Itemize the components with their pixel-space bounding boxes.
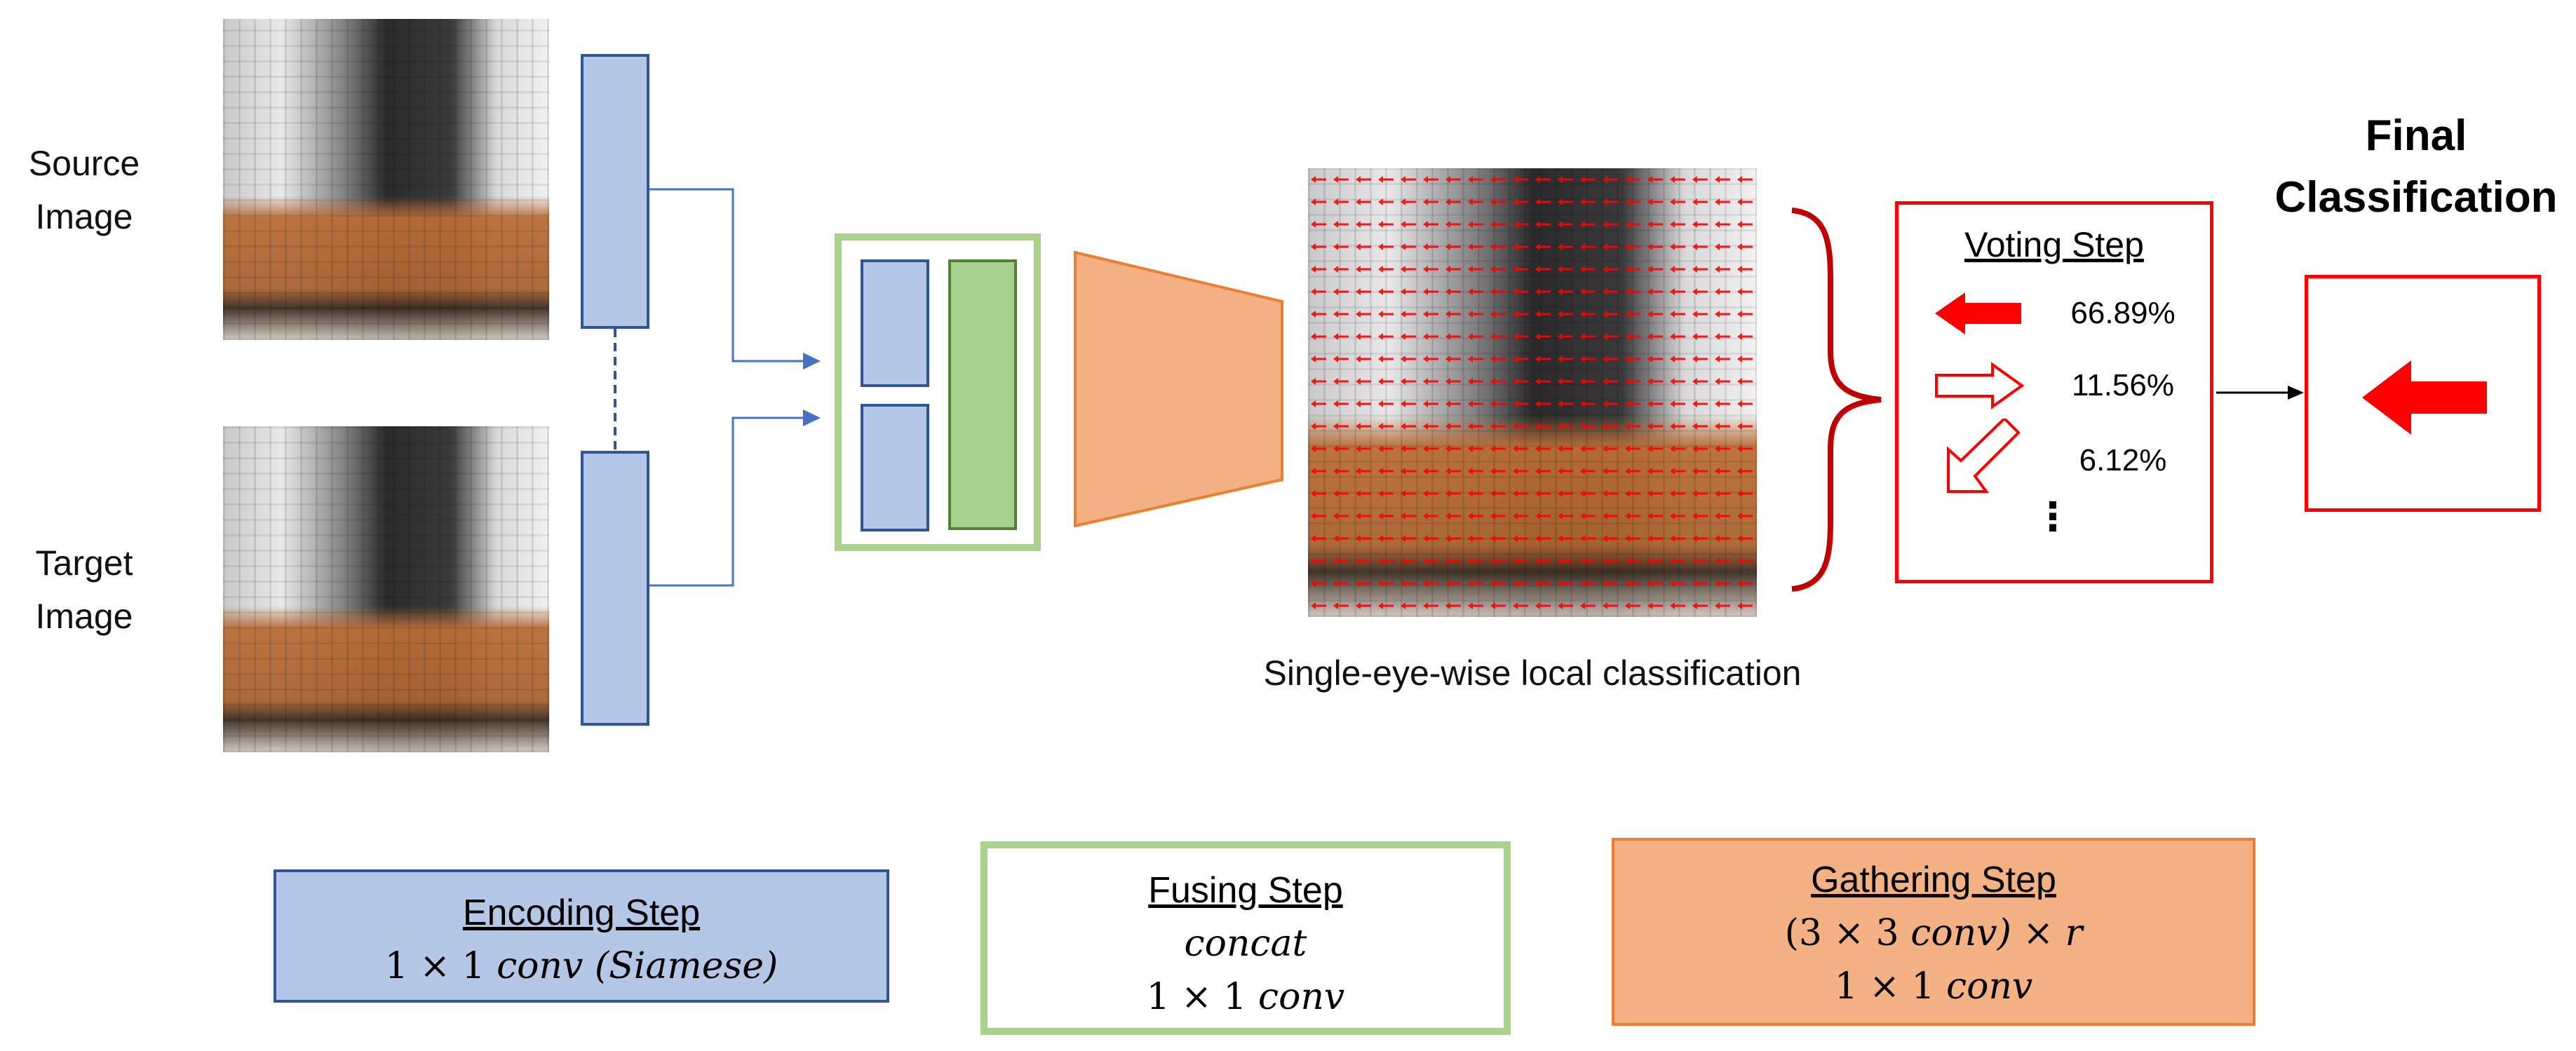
outline-right-arrow-icon: [1935, 362, 2025, 409]
final-title-line2: Classification: [2274, 173, 2558, 222]
gathering-formula-conv: conv: [1910, 912, 1997, 954]
fusing-step-formula: 1 × 1 conv: [987, 970, 1504, 1024]
filled-left-arrow-icon: [1935, 292, 2021, 334]
vote-percent-2: 11.56%: [2072, 368, 2174, 402]
fusing-step-legend: Fusing Step concat 1 × 1 conv: [980, 841, 1511, 1035]
left-arrow-icon: [2362, 360, 2487, 435]
voting-title: Voting Step: [1964, 225, 2144, 264]
outline-down-left-arrow-icon: [1947, 419, 2021, 493]
gathering-step-formula-2: 1 × 1 conv: [1614, 960, 2253, 1013]
encoding-step-title: Encoding Step: [462, 893, 701, 933]
local-classification-caption: Single-eye-wise local classification: [1263, 653, 1802, 693]
gathering-trapezoid: [1074, 250, 1283, 528]
target-to-fusion-connector: [649, 416, 803, 587]
encoding-step-legend: Encoding Step 1 × 1 conv (Siamese): [274, 869, 889, 1003]
vote-ellipsis: ⋮: [2033, 494, 2072, 538]
fusing-formula-conv: conv: [1258, 976, 1345, 1018]
fusing-step-concat: concat: [1184, 923, 1307, 965]
encoding-formula-conv: conv: [497, 945, 584, 987]
encoding-formula-prefix: 1 × 1: [384, 945, 497, 987]
fusing-formula-prefix: 1 × 1: [1146, 976, 1259, 1018]
arrowhead-icon: [2288, 386, 2304, 400]
source-image: [223, 19, 549, 340]
source-label-line1: Source: [28, 144, 140, 183]
gathering-step-formula-1: (3 × 3 conv) × r: [1614, 907, 2253, 960]
curly-brace: [1791, 208, 1882, 592]
arrow-field-overlay: [1308, 168, 1757, 617]
arrowhead-icon: [803, 409, 821, 426]
final-classification-box: [2305, 275, 2541, 512]
source-label-line2: Image: [35, 197, 133, 236]
gathering-step-title: Gathering Step: [1811, 860, 2056, 900]
gathering-formula2-prefix: 1 × 1: [1834, 965, 1947, 1008]
voting-box: Voting Step 66.89% 11.56% 6.12% ⋮: [1895, 201, 2213, 583]
arrowhead-icon: [803, 353, 821, 369]
gathering-step-legend: Gathering Step (3 × 3 conv) × r 1 × 1 co…: [1612, 838, 2255, 1026]
vote-percent-1: 66.89%: [2070, 296, 2176, 330]
encoder-bar-source: [581, 54, 649, 329]
fused-source-feature: [861, 259, 929, 387]
encoder-bar-target: [581, 451, 649, 726]
gathering-formula-prefix: (3 × 3: [1784, 912, 1911, 954]
final-classification-title: Final Classification: [2258, 105, 2574, 229]
fusion-block: [835, 233, 1041, 551]
vote-percent-3: 6.12%: [2079, 443, 2167, 477]
encoding-formula-siamese: (Siamese): [594, 945, 778, 987]
encoding-step-formula: 1 × 1 conv (Siamese): [276, 940, 886, 993]
target-image-label: Target Image: [7, 536, 161, 643]
fused-green-feature: [948, 259, 1017, 530]
target-label-line2: Image: [35, 597, 133, 636]
gathering-formula2-conv: conv: [1946, 965, 2033, 1008]
final-title-line1: Final: [2365, 111, 2467, 160]
source-image-label: Source Image: [7, 137, 161, 243]
gathering-formula-suffix: ) × r: [1997, 912, 2083, 954]
local-classification-map: [1308, 168, 1757, 617]
target-label-line1: Target: [35, 543, 133, 583]
target-image: [223, 426, 549, 752]
fusing-step-title: Fusing Step: [1148, 870, 1343, 911]
source-to-fusion-connector: [649, 188, 803, 362]
fused-target-feature: [861, 404, 929, 531]
